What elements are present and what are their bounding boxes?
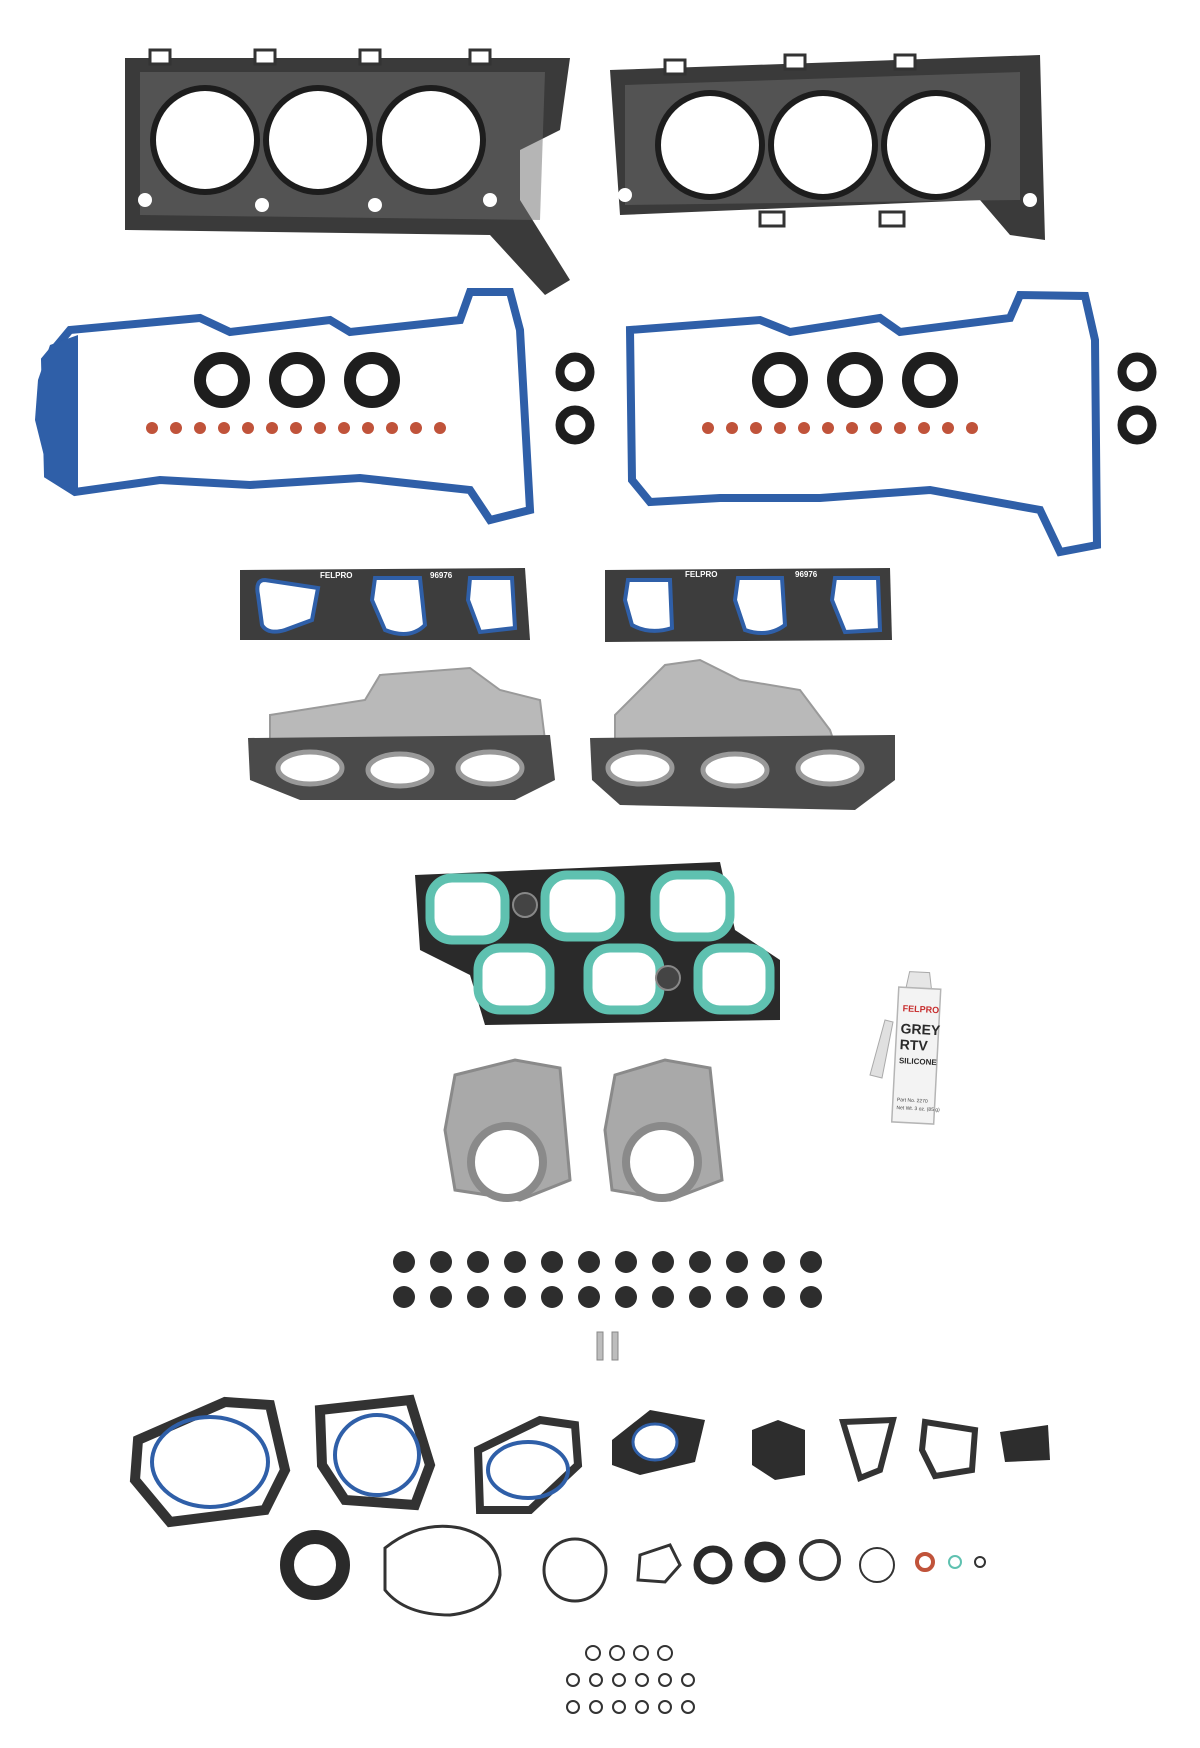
intake-gasket-left: FELPRO 96976 bbox=[240, 568, 530, 640]
valve-cover-gasket-right bbox=[625, 290, 1102, 557]
manifold-part-left: 96976 bbox=[430, 571, 453, 580]
tube-line-rtv: RTV bbox=[899, 1036, 928, 1053]
valve-stem-seals bbox=[393, 1251, 822, 1308]
manifold-brand-right: FELPRO bbox=[685, 570, 717, 579]
nozzle-tip bbox=[869, 1019, 894, 1079]
orange-seal-row-right bbox=[702, 422, 978, 434]
small-oring-cluster bbox=[566, 1645, 695, 1714]
spark-plug-tube-seals-right bbox=[752, 352, 958, 408]
orange-seal-row-left bbox=[146, 422, 446, 434]
head-gasket-right bbox=[610, 53, 1045, 240]
extra-seals-right bbox=[1117, 352, 1157, 445]
dowel-pins bbox=[596, 1331, 619, 1361]
throttle-gasket-right bbox=[603, 1058, 724, 1202]
plenum-gasket bbox=[415, 862, 780, 1025]
head-gasket-left bbox=[125, 48, 570, 295]
exhaust-gasket-left bbox=[248, 666, 555, 800]
tube-net-weight: Net Wt. 3 oz. (85 g) bbox=[896, 1105, 940, 1113]
tube-line-silicone: SILICONE bbox=[899, 1056, 938, 1067]
extra-seals-middle bbox=[555, 352, 595, 445]
rtv-silicone-tube: FELPRO GREY RTV SILICONE Part No. 2270 N… bbox=[890, 971, 942, 1125]
exhaust-gasket-right bbox=[590, 658, 895, 810]
valve-cover-gasket-left bbox=[35, 288, 535, 525]
misc-gasket-row bbox=[129, 1394, 1050, 1528]
tube-line-grey: GREY bbox=[900, 1020, 941, 1038]
oring-row bbox=[280, 1524, 986, 1617]
intake-gasket-right: FELPRO 96976 bbox=[605, 568, 892, 642]
throttle-gasket-left bbox=[443, 1058, 572, 1202]
spark-plug-tube-seals-left bbox=[194, 352, 400, 408]
manifold-brand-left: FELPRO bbox=[320, 571, 352, 580]
manifold-part-right: 96976 bbox=[795, 570, 818, 579]
tube-brand: FELPRO bbox=[902, 1003, 939, 1015]
tube-part-number: Part No. 2270 bbox=[897, 1097, 928, 1105]
